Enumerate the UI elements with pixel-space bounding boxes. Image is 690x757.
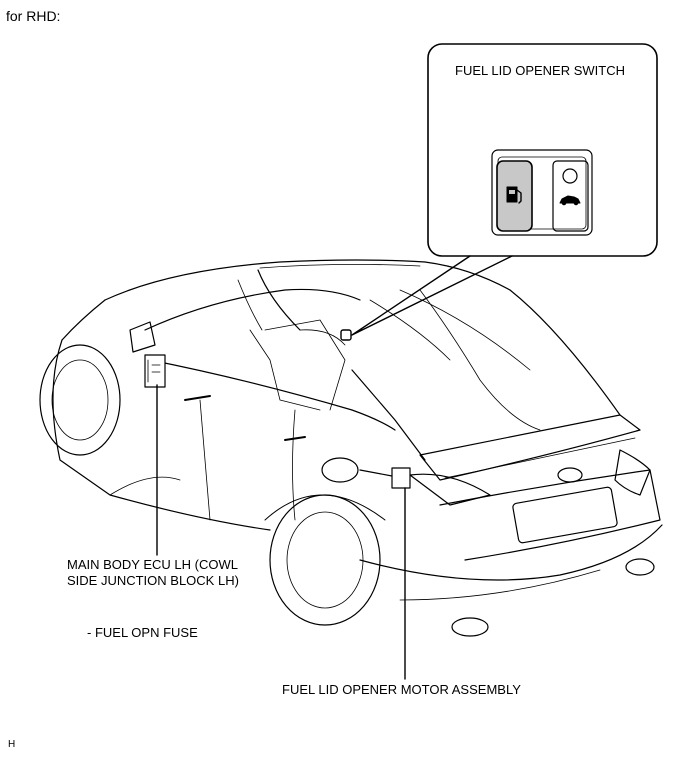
car-trunk-icon: [559, 195, 581, 206]
exhaust-right: [625, 558, 655, 576]
indicator-lamp: [562, 168, 578, 184]
rear-window-edge: [509, 289, 621, 416]
trunk-button: [552, 160, 589, 232]
console-line: [249, 329, 321, 411]
page-heading: for RHD:: [6, 8, 61, 24]
ecu-label: MAIN BODY ECU LH (COWL SIDE JUNCTION BLO…: [67, 557, 239, 588]
fuel-pump-icon: [506, 186, 522, 204]
door-seam: [199, 399, 211, 521]
rear-glass: [419, 289, 541, 431]
bumper-lower: [399, 569, 601, 601]
rear-wheel-arch: [264, 494, 386, 521]
roof-front-edge: [104, 259, 511, 301]
rear-door-seam: [292, 409, 296, 521]
rear-door-handle: [284, 436, 306, 441]
side-mirror: [129, 321, 156, 353]
switch-label: FUEL LID OPENER SWITCH: [455, 63, 625, 78]
fuse-label: - FUEL OPN FUSE: [87, 625, 198, 640]
diagram-code: H: [8, 739, 16, 750]
exhaust-left: [451, 617, 489, 637]
roof-line: [259, 264, 421, 269]
switch-location: [340, 329, 352, 341]
a-pillar-inner: [237, 279, 263, 331]
trunk-lid: [419, 414, 641, 481]
taillight-left: [409, 473, 491, 506]
roof-crease: [399, 289, 531, 371]
car-body: [39, 259, 663, 637]
motor-label: FUEL LID OPENER MOTOR ASSEMBLY: [282, 682, 521, 697]
callout-box: [427, 43, 658, 257]
rear-bumper: [359, 524, 663, 581]
front-wheel: [39, 344, 121, 456]
switch-callout: [340, 43, 658, 341]
rear-emblem: [557, 467, 583, 483]
taillight-right: [614, 449, 651, 496]
rear-wheel: [269, 494, 381, 626]
a-pillar: [257, 269, 301, 331]
steering-area: [299, 329, 346, 346]
callout-leader: [351, 255, 513, 336]
rear-wheel-rim: [286, 511, 364, 609]
door-lower: [109, 476, 181, 496]
license-plate: [512, 486, 618, 544]
motor-cable: [359, 469, 393, 477]
windshield-base: [144, 288, 361, 331]
switch-bezel: [491, 149, 593, 236]
c-pillar: [351, 369, 426, 461]
roof-pillar: [369, 299, 451, 361]
main-body-ecu: [144, 354, 166, 388]
front-door-handle: [184, 395, 211, 401]
rear-panel: [439, 469, 661, 561]
spoiler-edge: [444, 437, 636, 479]
dash-line: [264, 319, 346, 411]
fuel-lid: [321, 457, 359, 483]
fuel-lid-motor: [391, 467, 411, 489]
hood-front: [61, 299, 106, 341]
front-wheel-rim: [51, 359, 109, 441]
belt-line: [149, 359, 396, 431]
